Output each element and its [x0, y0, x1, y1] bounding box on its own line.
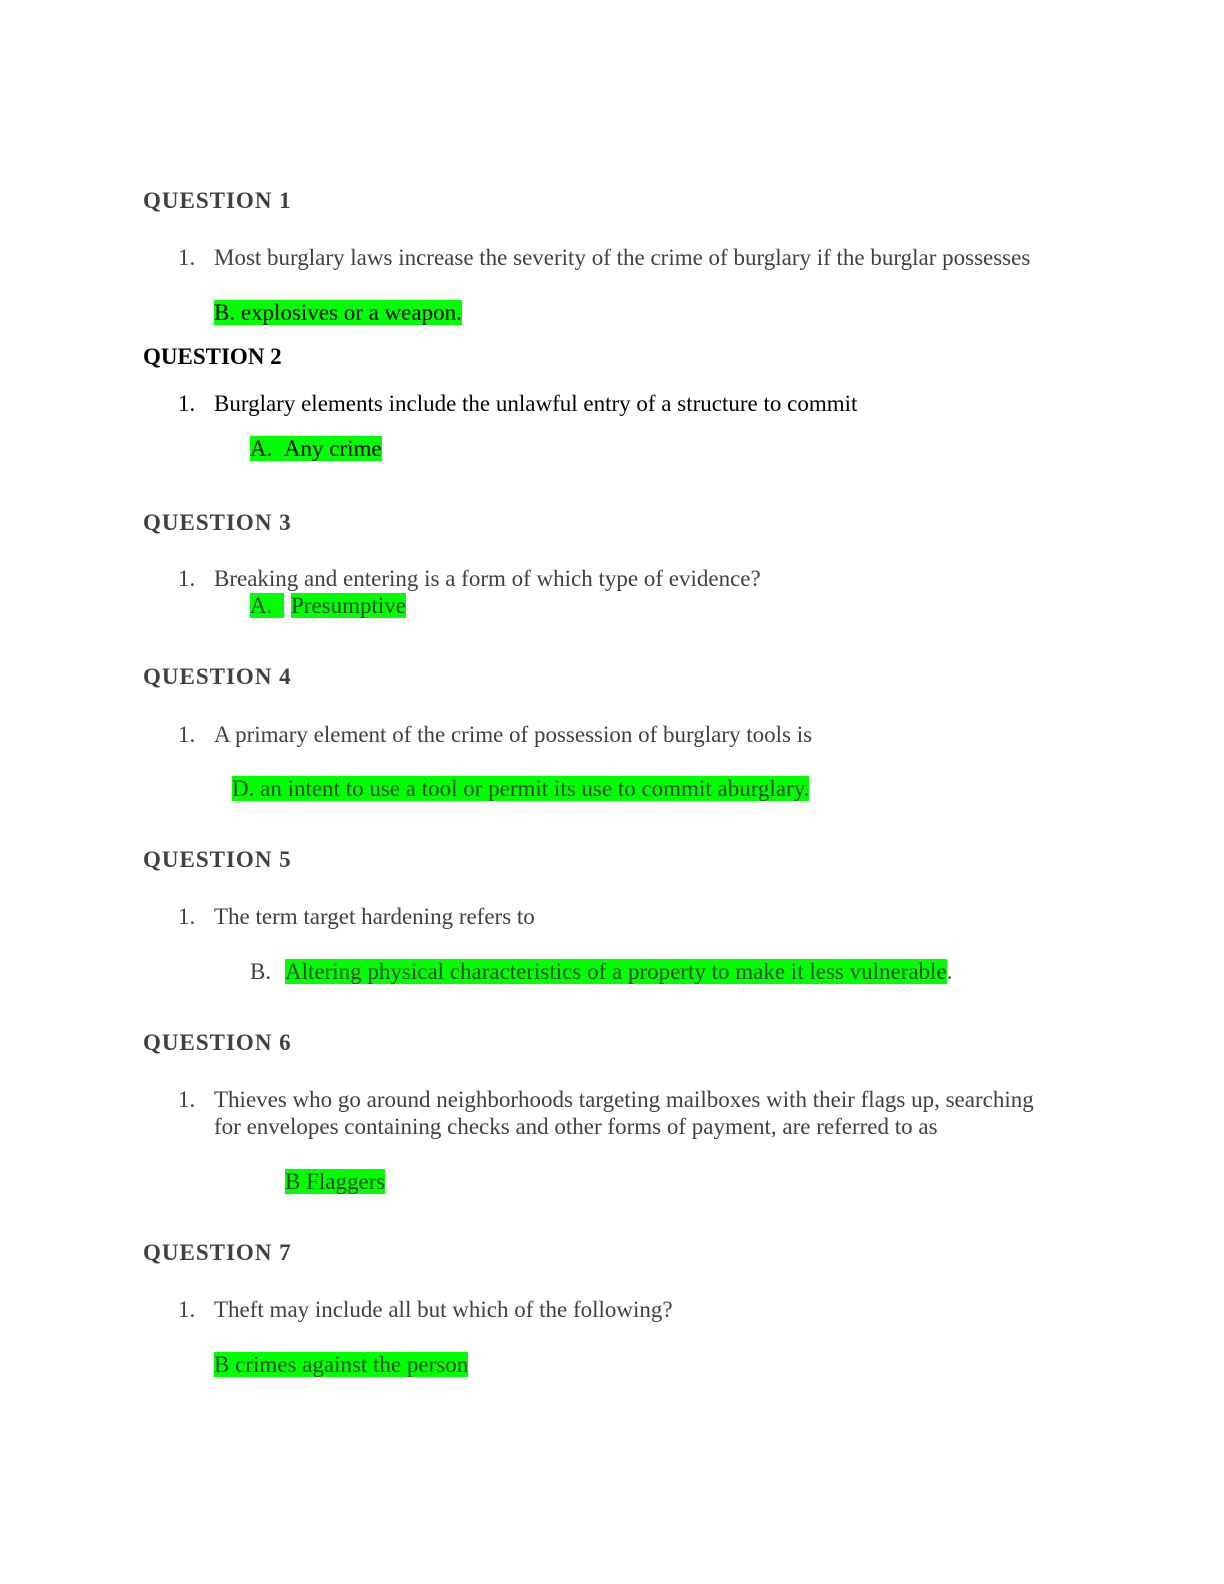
question-3-text: Breaking and entering is a form of which…: [214, 566, 761, 591]
question-1-number: 1.: [178, 245, 196, 270]
question-7-text: Theft may include all but which of the f…: [214, 1297, 673, 1322]
question-2-answer: Any crime: [283, 436, 382, 461]
question-3-heading: QUESTION 3: [143, 510, 292, 535]
question-1-text: Most burglary laws increase the severity…: [214, 245, 1031, 270]
question-2-number: 1.: [178, 391, 196, 416]
question-3-answer: Presumptive: [291, 593, 406, 618]
question-1-heading: QUESTION 1: [143, 188, 292, 213]
question-4-heading: QUESTION 4: [143, 664, 292, 689]
question-5-heading: QUESTION 5: [143, 847, 292, 872]
question-4-number: 1.: [178, 722, 196, 747]
question-6-answer: B Flaggers: [285, 1169, 386, 1194]
question-5-text: The term target hardening refers to: [214, 904, 535, 929]
question-4-answer: D. an intent to use a tool or permit its…: [232, 776, 810, 801]
question-5-answer: Altering physical characteristics of a p…: [285, 959, 947, 984]
question-5-answer-tail: .: [946, 959, 953, 984]
question-1-answer: B. explosives or a weapon.: [214, 300, 462, 325]
question-7-heading: QUESTION 7: [143, 1240, 292, 1265]
question-6-text-line-2: for envelopes containing checks and othe…: [214, 1114, 938, 1139]
question-2-text: Burglary elements include the unlawful e…: [214, 391, 858, 416]
question-5-number: 1.: [178, 904, 196, 929]
question-6-text-line-1: Thieves who go around neighborhoods targ…: [214, 1087, 1034, 1112]
question-5-answer-letter: B.: [250, 959, 272, 984]
question-2-heading: QUESTION 2: [143, 344, 282, 369]
question-7-answer: B crimes against the person: [214, 1352, 469, 1377]
question-6-heading: QUESTION 6: [143, 1030, 292, 1055]
question-4-text: A primary element of the crime of posses…: [214, 722, 813, 747]
question-7-number: 1.: [178, 1297, 196, 1322]
question-6-number: 1.: [178, 1087, 196, 1112]
question-3-answer-letter: A.: [250, 593, 285, 618]
question-2-answer-letter: A.: [250, 436, 273, 461]
question-3-number: 1.: [178, 566, 196, 591]
